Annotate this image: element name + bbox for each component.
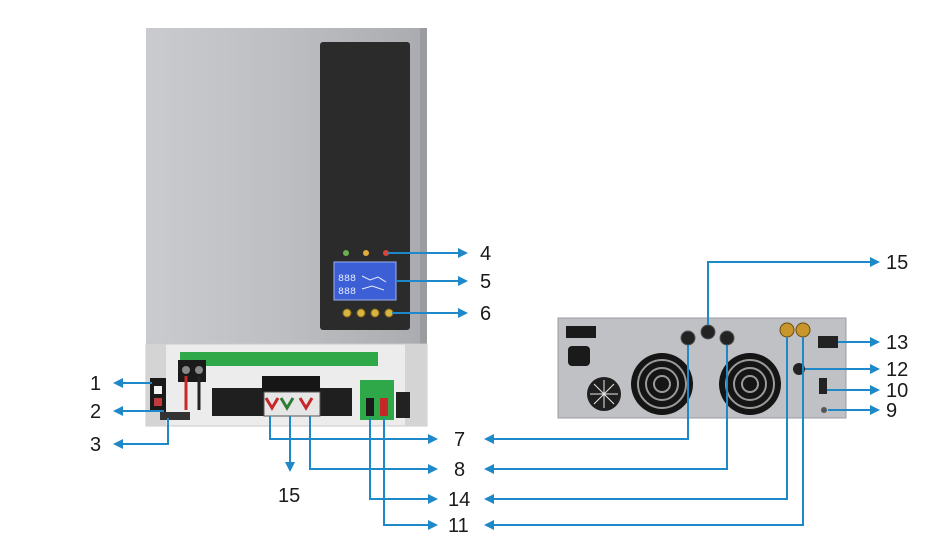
callout-5: 5: [480, 271, 491, 293]
ac-input-connector: [700, 324, 716, 340]
ac-output-connector: [680, 330, 696, 346]
front-inverter-unit: 888 888: [145, 28, 428, 427]
leader-14-rear: [484, 337, 788, 504]
leader-14-front: [369, 418, 438, 504]
callout-lines: [113, 248, 880, 530]
function-buttons: [342, 308, 394, 318]
usb-port: [819, 378, 827, 394]
leader-11-front: [383, 418, 438, 530]
inverter-right-edge: [420, 28, 427, 344]
leader-7-rear: [484, 345, 689, 444]
ac-terminal-block: [262, 376, 321, 417]
callout-7: 7: [454, 429, 465, 451]
leader-3: [113, 418, 169, 449]
callout-8: 8: [454, 459, 465, 481]
leader-7-front: [269, 416, 438, 444]
display-panel: [320, 42, 410, 330]
ground-screw: [821, 407, 827, 413]
callout-14: 14: [448, 489, 470, 511]
callout-6: 6: [480, 303, 491, 325]
cooling-fan-right: [719, 353, 781, 415]
callout-4: 4: [480, 243, 491, 265]
leader-15-rear: [707, 257, 880, 325]
svg-text:888: 888: [338, 274, 356, 285]
indicator-leds: [343, 250, 389, 256]
callout-15-top: 15: [886, 252, 908, 274]
rj45-ports: [818, 336, 838, 348]
callout-13: 13: [886, 332, 908, 354]
terminal-strip: [180, 352, 378, 366]
callout-15-bottom: 15: [278, 485, 300, 507]
callout-3: 3: [90, 434, 101, 456]
callout-numbers: 1 2 3 4 5 6 7 8 14 11 15 15 13 12 10 9: [90, 243, 908, 537]
leader-11-rear: [484, 337, 804, 530]
dry-contact-b: [795, 322, 811, 338]
lcd-screen: 888 888: [333, 261, 397, 301]
dry-contact-a: [779, 322, 795, 338]
leader-8-rear: [484, 345, 728, 474]
pv-terminal: [360, 380, 410, 420]
callout-9: 9: [886, 400, 897, 422]
callout-12: 12: [886, 359, 908, 381]
callout-11: 11: [448, 515, 469, 537]
battery-terminals: [150, 360, 206, 420]
callout-10: 10: [886, 380, 908, 402]
leader-8-front: [309, 416, 438, 474]
svg-text:888: 888: [338, 287, 356, 298]
cooling-fan-left: [631, 353, 693, 415]
rear-inverter-unit: [557, 317, 847, 419]
callout-2: 2: [90, 401, 101, 423]
generator-connector: [719, 330, 735, 346]
callout-1: 1: [90, 373, 101, 395]
